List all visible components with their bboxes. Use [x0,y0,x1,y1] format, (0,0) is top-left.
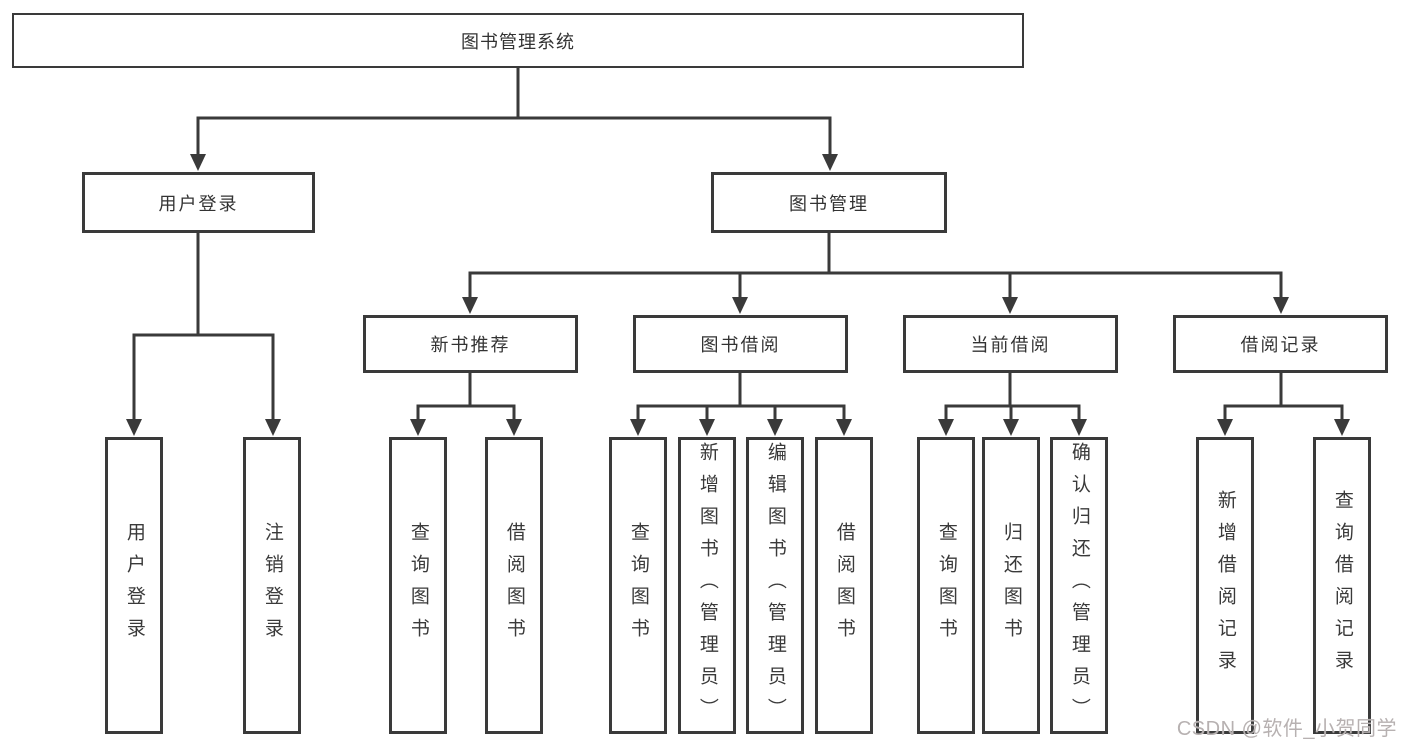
node-book-management: 图书管理 [711,172,947,233]
node-new-book-recommend-label: 新书推荐 [430,335,511,355]
node-user-login-label: 用户登录 [158,193,239,214]
leaf-borrow-books-recommend-label: 借阅图书 [503,521,525,650]
leaf-query-borrow-record-label: 查询借阅记录 [1331,489,1353,682]
leaf-query-books-recommend: 查询图书 [389,437,447,734]
node-current-borrowing-label: 当前借阅 [970,335,1051,355]
arrowheads [126,154,1350,436]
node-library-system: 图书管理系统 [12,13,1024,68]
leaf-query-books-current-label: 查询图书 [935,521,957,650]
leaf-edit-book-admin-label: 编辑图书（管理员） [764,441,786,730]
leaf-user-login-label: 用户登录 [123,521,145,650]
leaf-return-book-label: 归还图书 [1000,521,1022,650]
node-borrowing-records-label: 借阅记录 [1240,335,1321,355]
leaf-query-books-borrow: 查询图书 [609,437,667,734]
node-new-book-recommend: 新书推荐 [363,315,578,373]
leaf-query-books-borrow-label: 查询图书 [627,521,649,650]
node-book-management-label: 图书管理 [789,193,869,214]
leaf-borrow-books: 借阅图书 [815,437,873,734]
leaf-edit-book-admin: 编辑图书（管理员） [746,437,804,734]
leaf-query-borrow-record: 查询借阅记录 [1313,437,1371,734]
leaf-add-borrow-record: 新增借阅记录 [1196,437,1254,734]
leaf-confirm-return-admin-label: 确认归还（管理员） [1068,441,1090,730]
node-book-borrowing: 图书借阅 [633,315,848,373]
leaf-add-book-admin-label: 新增图书（管理员） [696,441,718,730]
node-current-borrowing: 当前借阅 [903,315,1118,373]
leaf-borrow-books-label: 借阅图书 [833,521,855,650]
leaf-logout-label: 注销登录 [261,521,283,650]
leaf-query-books-recommend-label: 查询图书 [407,521,429,650]
leaf-query-books-current: 查询图书 [917,437,975,734]
csdn-watermark: CSDN @软件_小贺同学 [1176,718,1397,740]
node-book-borrowing-label: 图书借阅 [700,335,781,355]
node-library-system-label: 图书管理系统 [461,31,575,52]
leaf-borrow-books-recommend: 借阅图书 [485,437,543,734]
leaf-user-login: 用户登录 [105,437,163,734]
leaf-logout: 注销登录 [243,437,301,734]
node-user-login: 用户登录 [82,172,315,233]
node-borrowing-records: 借阅记录 [1173,315,1388,373]
leaf-return-book: 归还图书 [982,437,1040,734]
leaf-add-borrow-record-label: 新增借阅记录 [1214,489,1236,682]
leaf-add-book-admin: 新增图书（管理员） [678,437,736,734]
leaf-confirm-return-admin: 确认归还（管理员） [1050,437,1108,734]
